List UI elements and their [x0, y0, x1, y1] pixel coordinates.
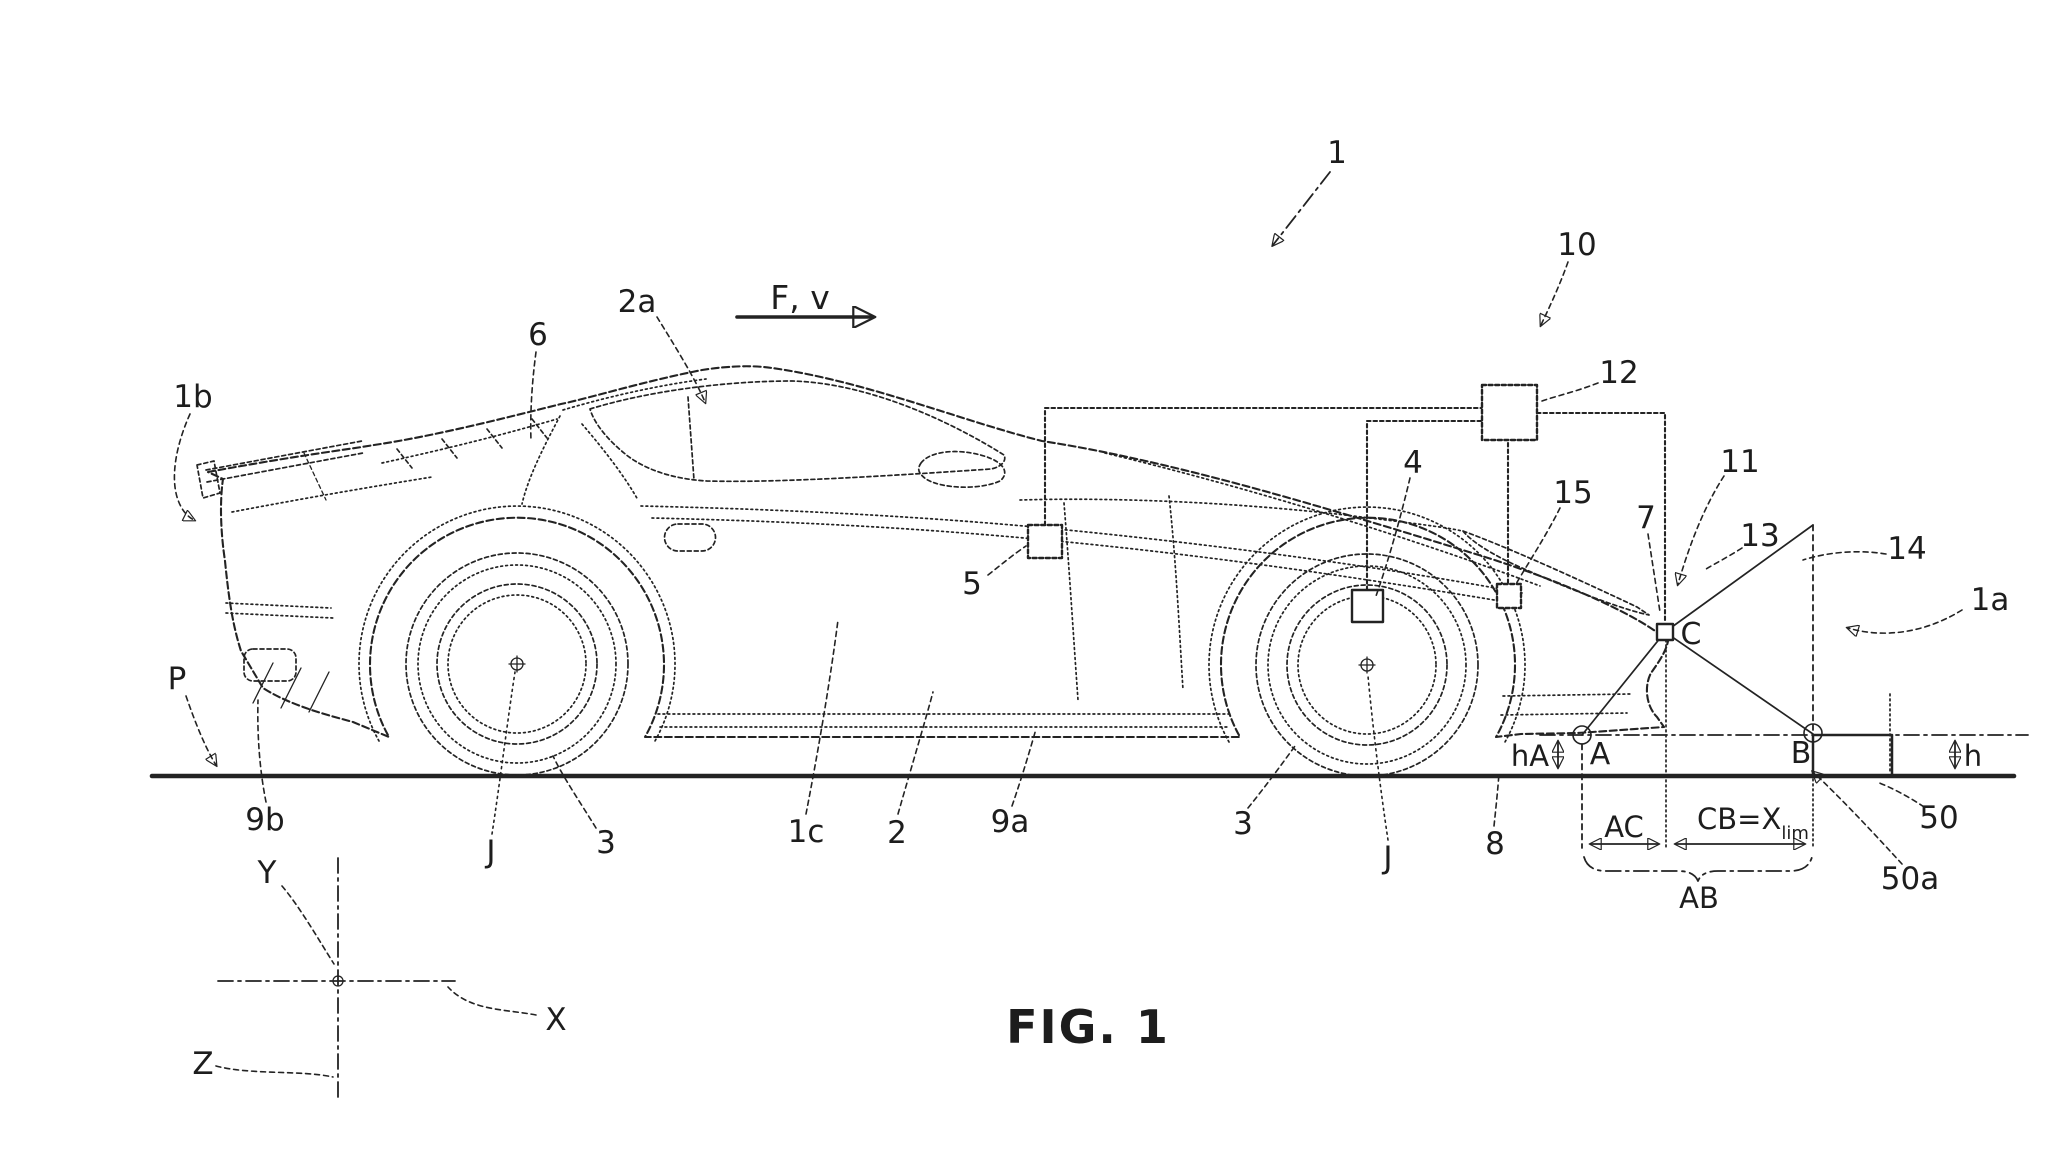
- control-unit-box-12: [1480, 383, 1539, 442]
- figure-caption: FIG. 1: [1006, 1000, 1170, 1054]
- ref-label-9a: 9a: [991, 804, 1030, 840]
- leader-5: [987, 545, 1027, 576]
- sensor-boxes: [1026, 383, 1675, 642]
- leader-P: [185, 695, 216, 765]
- point-label-C: C: [1681, 617, 1702, 652]
- leader-1c: [805, 619, 839, 815]
- leader-1a: [1848, 609, 1963, 633]
- leader-10: [1541, 261, 1569, 325]
- dimension-lines: [1539, 639, 2029, 882]
- leader-15: [1515, 507, 1561, 585]
- leader-Y: [281, 885, 335, 965]
- leader-8: [1493, 772, 1500, 827]
- leader-2a: [656, 316, 705, 402]
- dim-label-CB: CB=Xlim: [1697, 802, 1809, 844]
- cabin-and-windows: [521, 378, 1006, 505]
- leader-13: [1705, 547, 1743, 570]
- leader-12: [1541, 382, 1599, 402]
- dim-label-AB: AB: [1679, 881, 1719, 915]
- ref-label-50a: 50a: [1881, 861, 1939, 897]
- measurement-points: [1572, 723, 1823, 745]
- front-sensor-box-C: [1655, 622, 1675, 642]
- leader-X: [447, 986, 537, 1016]
- rear-deck-louvers: [381, 418, 558, 469]
- obstacle-50: [1811, 733, 1894, 778]
- rear-tail-details: [225, 602, 334, 713]
- ref-label-10: 10: [1557, 227, 1596, 263]
- ref-label-2a: 2a: [618, 284, 657, 320]
- leader-7: [1647, 533, 1661, 613]
- ref-label-3-front: 3: [1233, 806, 1253, 842]
- leader-2: [897, 691, 934, 815]
- dim-label-hA: hA: [1511, 739, 1549, 773]
- ref-label-1b: 1b: [173, 379, 212, 415]
- wheel-label-J-front: J: [1381, 840, 1392, 876]
- ref-label-1c: 1c: [788, 814, 825, 850]
- ref-label-8: 8: [1485, 826, 1505, 862]
- door-and-body-lines: [640, 452, 1541, 728]
- point-B-marker: [1803, 723, 1823, 743]
- ref-label-7: 7: [1636, 500, 1656, 536]
- sensor-box-4: [1350, 588, 1385, 624]
- ref-label-15: 15: [1553, 475, 1592, 511]
- leader-lines: [173, 171, 1963, 1078]
- point-label-B: B: [1791, 736, 1812, 771]
- leader-6: [529, 351, 537, 442]
- leader-1b: [173, 413, 194, 520]
- ref-label-11: 11: [1720, 444, 1759, 480]
- leader-Z: [215, 1065, 334, 1078]
- axis-label-Z: Z: [192, 1046, 213, 1082]
- point-label-A: A: [1590, 737, 1611, 772]
- reference-axes: [217, 857, 456, 1099]
- ref-label-4: 4: [1403, 445, 1423, 481]
- ref-label-3-rear: 3: [596, 825, 616, 861]
- leader-50: [1876, 781, 1925, 808]
- dim-brace-AB: [1583, 856, 1813, 882]
- ref-label-6: 6: [528, 317, 548, 353]
- wheel-label-J-rear: J: [484, 834, 495, 870]
- leader-3-front: [1247, 745, 1296, 809]
- leader-1: [1273, 171, 1331, 245]
- wiring-harness: [1043, 406, 1667, 625]
- leader-3-rear: [552, 755, 597, 829]
- direction-label: F, v: [770, 278, 830, 317]
- sensor-box-5: [1026, 523, 1064, 560]
- axis-label-X: X: [545, 1002, 566, 1038]
- ref-label-1a: 1a: [1971, 582, 2010, 618]
- ref-label-50: 50: [1919, 800, 1958, 836]
- leader-11: [1678, 475, 1725, 584]
- axis-label-Y: Y: [257, 855, 277, 891]
- front-end-details: [1462, 530, 1650, 716]
- ref-label-1: 1: [1327, 135, 1347, 171]
- axes-origin: [332, 975, 344, 987]
- car-body-outline: [206, 365, 1670, 739]
- ground-label-P: P: [168, 661, 187, 697]
- leader-J-front: [1367, 675, 1389, 841]
- rear-wheel: [358, 505, 676, 776]
- ref-label-2: 2: [887, 815, 907, 851]
- leader-14: [1802, 550, 1887, 561]
- leader-50a: [1813, 772, 1903, 865]
- dim-label-h: h: [1964, 739, 1982, 773]
- ref-label-14: 14: [1887, 531, 1926, 567]
- ref-label-12: 12: [1599, 355, 1638, 391]
- sensor-field-of-view: [1581, 524, 1814, 736]
- ref-label-5: 5: [962, 566, 982, 602]
- rear-spoiler: [196, 440, 433, 513]
- sensor-box-15: [1495, 582, 1523, 610]
- ref-label-13: 13: [1740, 518, 1779, 554]
- point-A-marker: [1572, 725, 1592, 745]
- leader-4: [1375, 477, 1411, 597]
- dim-label-AC: AC: [1604, 810, 1644, 844]
- leader-J-rear: [491, 671, 516, 835]
- ref-label-9b: 9b: [245, 802, 284, 838]
- leader-9a: [1011, 728, 1037, 807]
- leader-9b: [257, 699, 267, 803]
